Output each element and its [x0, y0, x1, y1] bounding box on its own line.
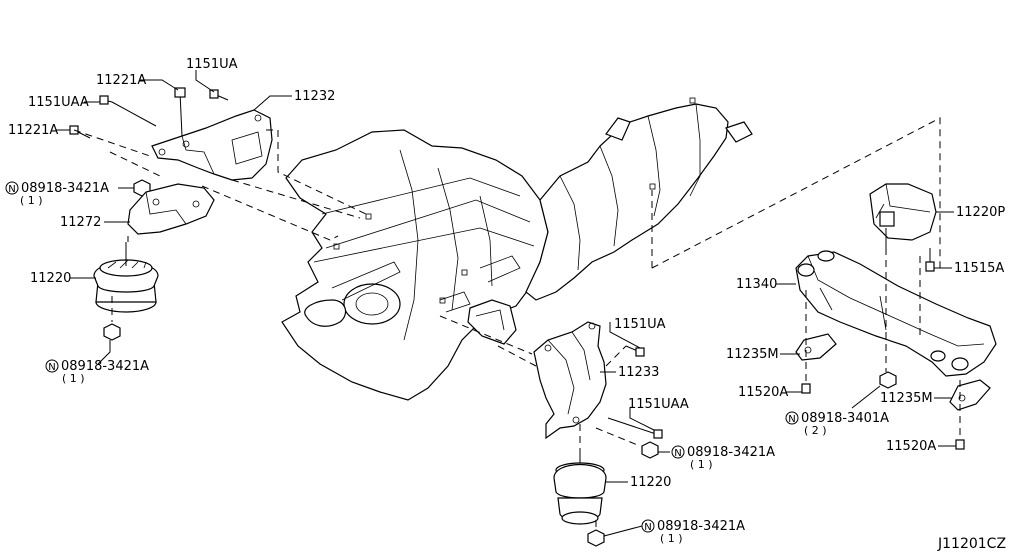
- label-part-11232: 11232: [294, 89, 335, 104]
- label-part-11220-left: 11220: [30, 271, 71, 286]
- assembly-guide-lines-left: [73, 129, 367, 322]
- nut-symbol-letter: N: [644, 522, 651, 533]
- bolt-11221A-top: [179, 91, 183, 137]
- engine-mount-bracket-11233: [533, 321, 607, 440]
- nut-symbol-letter: N: [674, 448, 681, 459]
- engine-mount-insulator-11220-left: [93, 242, 159, 313]
- label-qty-08918-3421A-4: ( 1 ): [660, 532, 683, 545]
- label-part-11235M-left: 11235M: [726, 347, 779, 362]
- bolt-11520A-left: [801, 383, 811, 394]
- callout-leader-lines: [56, 70, 956, 537]
- crank-pulley: [343, 283, 401, 325]
- mount-bracket-11272: [127, 183, 215, 235]
- bolt-1151UAA: [103, 99, 157, 127]
- label-part-08918-3421A-2: 08918-3421A: [61, 359, 149, 374]
- label-part-11520A-right: 11520A: [886, 439, 936, 454]
- label-part-08918-3421A-3: 08918-3421A: [687, 445, 775, 460]
- nut-symbol-letter: N: [8, 184, 15, 195]
- label-part-1151UA-top: 1151UA: [186, 57, 238, 72]
- label-qty-08918-3421A-1: ( 1 ): [20, 194, 43, 207]
- nut-08918-bottom: [587, 529, 605, 547]
- label-part-08918-3401A: 08918-3401A: [801, 411, 889, 426]
- nut-symbol-letter: N: [48, 362, 55, 373]
- nut-symbol-circle: [785, 411, 799, 425]
- nut-symbol-letter: N: [788, 414, 795, 425]
- nut-08918-center: [641, 441, 659, 459]
- label-qty-08918-3421A-2: ( 1 ): [62, 372, 85, 385]
- nut-08918-3401A: [879, 371, 897, 389]
- label-part-08918-3421A-4: 08918-3421A: [657, 519, 745, 534]
- label-part-11340: 11340: [736, 277, 777, 292]
- nut-08918-lower-left: [103, 323, 121, 341]
- label-part-11235M-right: 11235M: [880, 391, 933, 406]
- label-part-1151UAA-top: 1151UAA: [28, 95, 89, 110]
- label-part-11272: 11272: [60, 215, 101, 230]
- nut-symbol-circle: [671, 445, 685, 459]
- label-qty-08918-3401A: ( 2 ): [804, 424, 827, 437]
- crossmember-11340: [795, 251, 997, 377]
- nut-symbol-circle: [45, 359, 59, 373]
- assembly-guide-lines-center: [439, 315, 641, 530]
- upper-left-mount-group: [69, 87, 273, 341]
- label-part-11221A-top: 11221A: [96, 73, 146, 88]
- nut-symbol-circle: [641, 519, 655, 533]
- mount-point-markers: [333, 97, 696, 304]
- bolt-11520A-right: [955, 439, 965, 450]
- label-part-11515A: 11515A: [954, 261, 1004, 276]
- crossmember-group: [795, 183, 997, 450]
- nut-symbol-circle: [5, 181, 19, 195]
- label-part-1151UAA-mid: 1151UAA: [628, 397, 689, 412]
- engine-transmission-assembly: [281, 103, 753, 401]
- bolt-1151UAA-mid: [607, 417, 657, 435]
- label-qty-08918-3421A-3: ( 1 ): [690, 458, 713, 471]
- assembly-guide-lines-right: [651, 117, 961, 440]
- callout-labels: 11221A 1151UA 1151UAA 11232 11221A N 089…: [5, 57, 1006, 552]
- label-part-11220P: 11220P: [956, 205, 1005, 220]
- crossmember-bracket-11235M-right: [949, 379, 991, 411]
- bolt-11515A: [925, 261, 935, 272]
- label-part-11520A-left: 11520A: [738, 385, 788, 400]
- lower-center-mount-group: [533, 321, 663, 547]
- diagram-reference-id: J11201CZ: [937, 536, 1006, 552]
- engine-mount-insulator-11220-right: [553, 448, 607, 525]
- label-part-08918-3421A-1: 08918-3421A: [21, 181, 109, 196]
- crossmember-bracket-11235M-left: [795, 333, 837, 361]
- label-part-11233: 11233: [618, 365, 659, 380]
- label-part-1151UA-mid: 1151UA: [614, 317, 666, 332]
- label-part-11220-right: 11220: [630, 475, 671, 490]
- label-part-11221A-left: 11221A: [8, 123, 58, 138]
